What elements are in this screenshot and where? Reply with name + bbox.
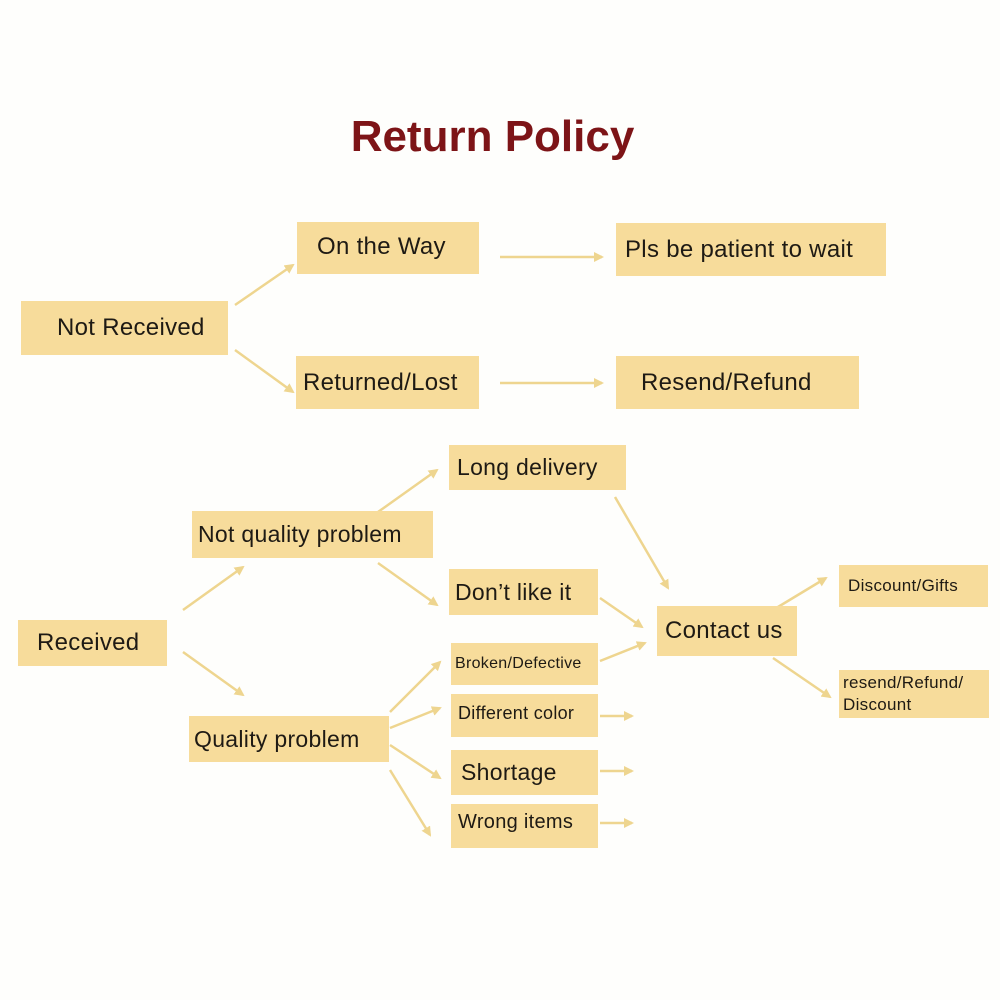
node-received: Received <box>18 620 167 666</box>
arrow-quality-to-different-color <box>389 706 442 730</box>
node-wrong-items: Wrong items <box>451 804 598 848</box>
node-shortage-label: Shortage <box>461 759 557 785</box>
node-shortage: Shortage <box>451 750 598 795</box>
node-contact-us: Contact us <box>657 606 797 656</box>
node-resend-refund-discount-label: resend/Refund/ Discount <box>843 673 964 714</box>
arrow-long-delivery-to-contact-us <box>613 496 670 590</box>
node-on-the-way: On the Way <box>297 222 479 274</box>
arrow-contact-to-discount-gifts <box>772 576 828 612</box>
node-not-received-label: Not Received <box>57 314 205 341</box>
arrow-quality-to-wrong-items <box>388 769 432 837</box>
node-not-quality-problem-label: Not quality problem <box>198 521 402 547</box>
node-different-color: Different color <box>451 694 598 737</box>
node-on-the-way-label: On the Way <box>317 233 446 260</box>
node-not-quality-problem: Not quality problem <box>192 511 433 558</box>
node-resend-refund-label: Resend/Refund <box>641 368 812 396</box>
node-different-color-label: Different color <box>458 703 575 723</box>
node-discount-gifts-label: Discount/Gifts <box>848 576 959 595</box>
node-broken-defective: Broken/Defective <box>451 643 598 685</box>
arrow-broken-to-contact-us <box>599 641 647 663</box>
node-long-delivery-label: Long delivery <box>457 454 598 480</box>
arrow-not-quality-to-dont-like-it <box>377 561 439 607</box>
node-not-received: Not Received <box>21 301 228 355</box>
node-resend-refund-discount: resend/Refund/ Discount <box>839 670 989 718</box>
node-returned-lost-label: Returned/Lost <box>303 368 458 396</box>
node-quality-problem: Quality problem <box>189 716 389 762</box>
node-contact-us-label: Contact us <box>665 617 783 644</box>
arrow-not-received-to-returned-lost <box>234 348 295 394</box>
node-quality-problem-label: Quality problem <box>194 725 360 752</box>
arrow-quality-to-shortage <box>389 743 442 780</box>
arrow-not-received-to-on-the-way <box>234 263 295 307</box>
node-discount-gifts: Discount/Gifts <box>839 565 988 607</box>
arrow-received-to-not-quality-problem <box>182 565 245 612</box>
node-returned-lost: Returned/Lost <box>296 356 479 409</box>
node-be-patient: Pls be patient to wait <box>616 223 886 276</box>
node-dont-like-it: Don’t like it <box>449 569 598 615</box>
node-wrong-items-label: Wrong items <box>458 811 574 833</box>
arrow-received-to-quality-problem <box>182 650 245 697</box>
node-broken-defective-label: Broken/Defective <box>455 655 582 672</box>
arrow-quality-to-broken <box>389 660 442 713</box>
arrow-contact-to-resend-refund-discount <box>772 656 832 699</box>
arrow-dont-like-it-to-contact-us <box>599 596 644 629</box>
node-dont-like-it-label: Don’t like it <box>455 578 572 605</box>
node-be-patient-label: Pls be patient to wait <box>625 235 854 263</box>
node-resend-refund: Resend/Refund <box>616 356 859 409</box>
node-long-delivery: Long delivery <box>449 445 626 490</box>
node-received-label: Received <box>37 629 140 656</box>
arrow-not-quality-to-long-delivery <box>377 468 439 514</box>
page-title: Return Policy <box>350 112 635 161</box>
